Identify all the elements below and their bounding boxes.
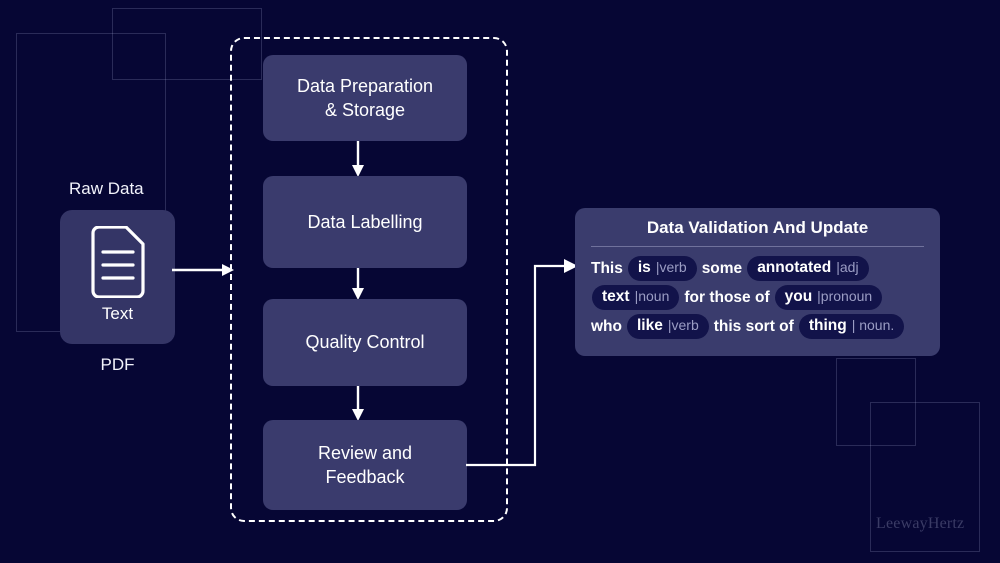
plain-token: some bbox=[701, 259, 743, 277]
validation-panel-divider bbox=[591, 246, 924, 247]
flow-step-label: Quality Control bbox=[305, 332, 425, 353]
flow-step-data-preparation[interactable]: Data Preparation & Storage bbox=[263, 55, 467, 141]
flow-step-review-and-feedback[interactable]: Review and Feedback bbox=[263, 420, 467, 510]
flow-arrow-down-2-icon bbox=[352, 268, 364, 300]
pipeline-dashed-container bbox=[230, 37, 508, 522]
decorative-rectangle-bottom-right-small bbox=[836, 358, 916, 446]
elbow-arrow-to-validation-panel-icon bbox=[466, 259, 578, 467]
token-pos-tag: |noun bbox=[634, 288, 670, 304]
token-word: is bbox=[637, 259, 651, 276]
flow-step-label: Data Labelling bbox=[307, 211, 423, 232]
plain-token: for those of bbox=[684, 288, 770, 306]
arrow-doc-to-pipeline-icon bbox=[172, 264, 234, 276]
plain-token: who bbox=[591, 317, 622, 335]
token-word: annotated bbox=[757, 259, 832, 276]
raw-data-card-label: Text bbox=[101, 304, 134, 323]
token-pos-tag: | noun. bbox=[851, 317, 895, 333]
flow-step-label: Data Preparation & Storage bbox=[296, 75, 434, 120]
flow-step-label: Review and Feedback bbox=[317, 442, 413, 487]
raw-data-card[interactable]: Text bbox=[60, 210, 175, 344]
annotated-token-pill[interactable]: like|verb bbox=[627, 314, 709, 339]
token-word: thing bbox=[808, 317, 847, 334]
annotated-token-pill[interactable]: text|noun bbox=[592, 285, 680, 310]
plain-token: This bbox=[591, 259, 623, 277]
annotated-token-pill[interactable]: you|pronoun bbox=[774, 285, 883, 310]
raw-data-caption: PDF bbox=[100, 355, 135, 374]
token-word: text bbox=[602, 288, 630, 305]
flow-step-data-labelling[interactable]: Data Labelling bbox=[263, 176, 467, 268]
annotated-token-pill[interactable]: is|verb bbox=[627, 256, 697, 281]
flow-arrow-down-3-icon bbox=[352, 386, 364, 421]
document-text-icon bbox=[90, 226, 145, 298]
token-pos-tag: |pronoun bbox=[817, 288, 873, 304]
token-pos-tag: |adj bbox=[836, 259, 859, 275]
raw-data-title: Raw Data bbox=[69, 179, 144, 198]
validation-panel-title: Data Validation And Update bbox=[646, 218, 869, 237]
annotated-token-pill[interactable]: annotated|adj bbox=[747, 256, 869, 281]
token-pos-tag: |verb bbox=[655, 259, 687, 275]
watermark-leewayhertz: LeewayHertz bbox=[876, 515, 965, 532]
token-word: like bbox=[637, 317, 663, 334]
token-word: you bbox=[784, 288, 813, 305]
plain-token: this sort of bbox=[713, 317, 794, 335]
token-pos-tag: |verb bbox=[667, 317, 699, 333]
annotated-token-pill[interactable]: thing| noun. bbox=[798, 314, 905, 339]
flow-arrow-down-1-icon bbox=[352, 141, 364, 177]
flow-step-quality-control[interactable]: Quality Control bbox=[263, 299, 467, 386]
